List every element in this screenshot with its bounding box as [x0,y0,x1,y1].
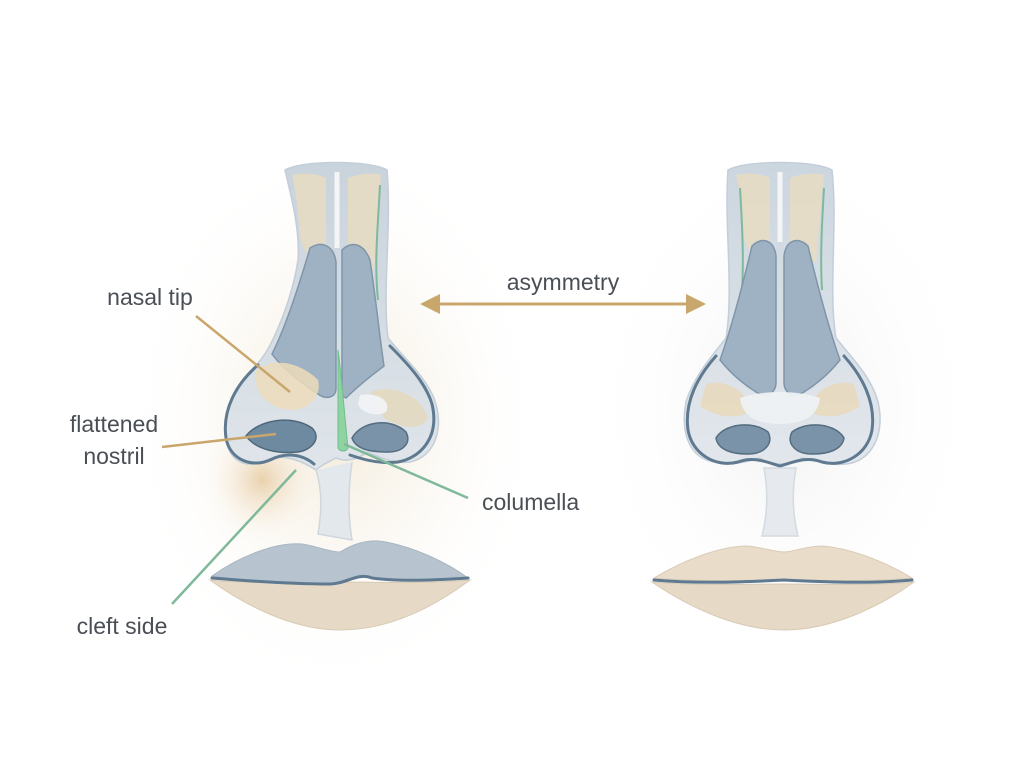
flattened-nostril-label-line1: flattened [70,411,158,437]
right-nostril-left [716,425,770,454]
left-nose-illustration [120,110,550,670]
right-nose-illustration [585,110,985,650]
left-philtrum [316,462,352,540]
nasal-tip-label: nasal tip [107,284,193,310]
flattened-nostril-label-line2: nostril [83,443,144,469]
columella-label: columella [482,489,579,515]
right-philtrum [762,468,798,536]
cleft-side-label: cleft side [77,613,168,639]
right-nostril-right [790,425,844,454]
asymmetry-label: asymmetry [507,269,620,295]
